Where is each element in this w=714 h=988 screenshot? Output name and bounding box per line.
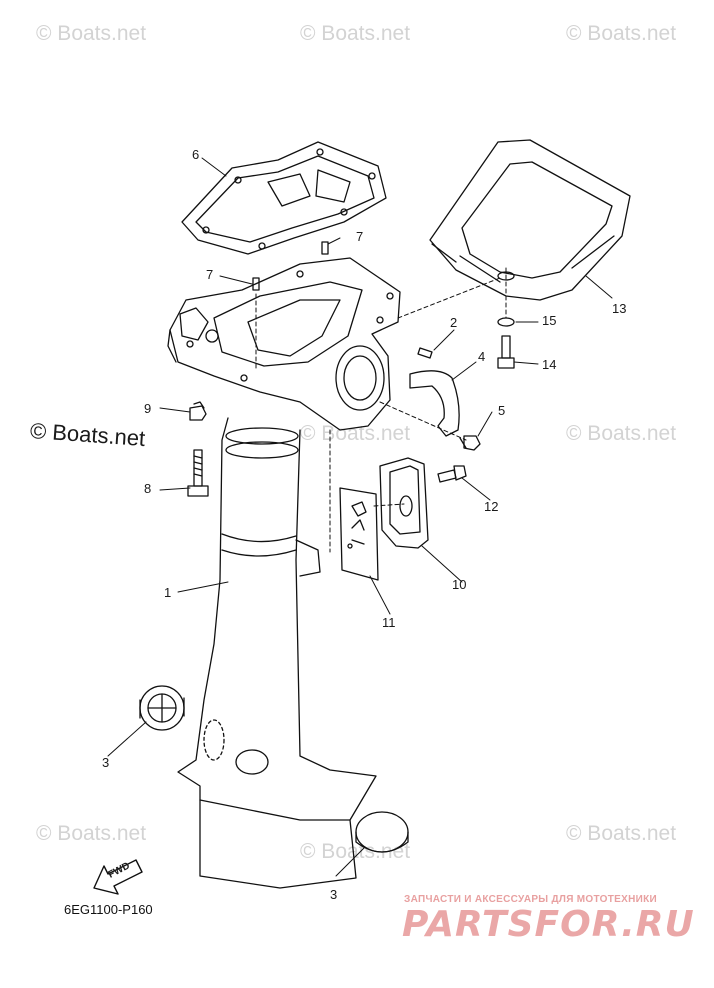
watermark: © Boats.net <box>36 822 147 845</box>
callout-9: 9 <box>144 401 152 416</box>
callout-10: 10 <box>452 577 467 592</box>
watermark: © Boats.net <box>300 422 411 445</box>
watermark: © Boats.net <box>566 22 677 45</box>
bolt-part-14 <box>497 335 515 369</box>
callout-1: 1 <box>164 585 172 600</box>
callout-13: 13 <box>612 301 627 316</box>
bolt-part-12 <box>437 465 467 483</box>
watermark: © Boats.net <box>300 840 411 863</box>
upper-casing <box>167 257 401 431</box>
callout-12: 12 <box>484 499 499 514</box>
part-code: 6EG1100-P160 <box>64 902 153 917</box>
dowel-pin-part-7 <box>252 277 260 291</box>
fitting-part-9 <box>189 401 207 421</box>
callout-3: 3 <box>330 887 338 902</box>
callout-5: 5 <box>498 403 506 418</box>
gasket-part-6 <box>181 141 387 255</box>
bracket-part-4 <box>409 370 460 437</box>
dowel-pin-part-2 <box>417 347 433 359</box>
shop-tagline: ЗАПЧАСТИ И АКСЕССУАРЫ ДЛЯ МОТОТЕХНИКИ <box>404 894 657 905</box>
washer-part-15 <box>497 317 515 327</box>
watermark: © Boats.net <box>300 22 411 45</box>
watermark: © Boats.net <box>36 22 147 45</box>
upper-casing-part-1 <box>177 417 377 889</box>
bolt-part-5 <box>459 435 481 451</box>
callout-7: 7 <box>356 229 364 244</box>
cover-part-10 <box>379 457 429 549</box>
watermark: © Boats.net <box>566 822 677 845</box>
watermark: © Boats.net <box>566 422 677 445</box>
dowel-pin-part-7 <box>321 241 329 255</box>
callout-4: 4 <box>478 349 486 364</box>
bolt-part-8 <box>187 449 209 497</box>
callout-11: 11 <box>382 615 396 630</box>
callout-3: 3 <box>102 755 110 770</box>
callout-7: 7 <box>206 267 214 282</box>
callout-14: 14 <box>542 357 557 372</box>
callout-6: 6 <box>192 147 200 162</box>
callout-2: 2 <box>450 315 458 330</box>
grommet-part-3 <box>355 811 409 853</box>
forward-direction-arrow <box>93 859 143 895</box>
callout-8: 8 <box>144 481 152 496</box>
label-plate-part-11 <box>339 487 379 581</box>
callout-15: 15 <box>542 313 557 328</box>
rubber-seal-part-13 <box>429 139 631 301</box>
grommet-part-3 <box>139 685 185 731</box>
shop-logo: PARTSFOR.RU <box>402 904 695 945</box>
